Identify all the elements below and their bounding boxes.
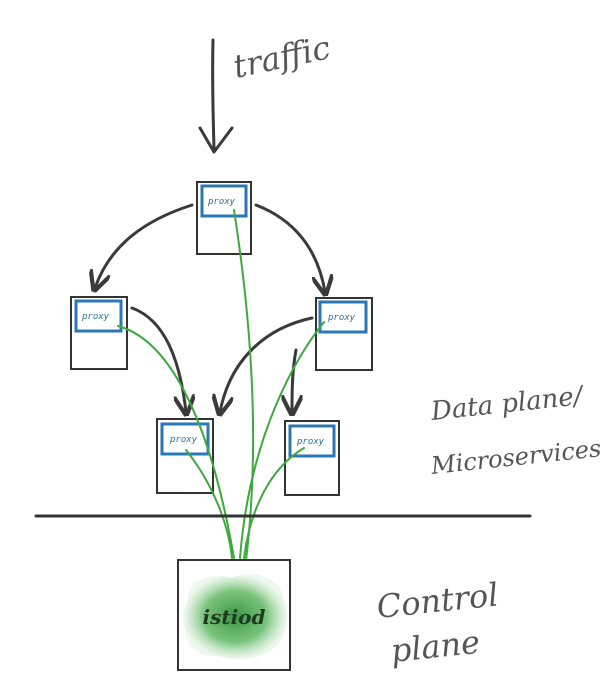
- control-plane-links: [117, 209, 325, 561]
- arrow-top-to-right: [254, 203, 325, 292]
- arrow-left-to-bottom-left: [130, 306, 186, 412]
- control-plane-box: istiod: [177, 559, 291, 671]
- link-top-proxy: [233, 209, 255, 561]
- proxy-label-bottom-right: proxy: [296, 437, 325, 447]
- arrow-top-to-left: [95, 203, 194, 288]
- link-left-proxy: [117, 325, 235, 559]
- link-right-proxy: [239, 321, 325, 559]
- link-bottom-right-proxy: [243, 447, 305, 559]
- istiod-label: istiod: [202, 605, 265, 629]
- istiod-blob: [182, 574, 288, 660]
- proxy-label-right: proxy: [327, 313, 356, 323]
- proxy-box-bottom-right: [288, 424, 336, 458]
- proxy-label-left: proxy: [81, 312, 110, 322]
- proxy-label-top: proxy: [207, 197, 236, 207]
- service-node-right: proxy: [315, 297, 373, 371]
- proxy-box-right: [318, 300, 368, 334]
- control-plane-label-line1: Control: [375, 575, 500, 626]
- arrow-right-to-bottom-left: [220, 316, 314, 412]
- proxy-box-left: [74, 299, 123, 333]
- traffic-label: traffic: [230, 28, 334, 86]
- service-node-bottom-right: proxy: [284, 420, 340, 496]
- traffic-arrow: [198, 38, 234, 154]
- proxy-label-bottom-left: proxy: [169, 435, 198, 445]
- control-plane-label-line2: plane: [389, 623, 482, 670]
- proxy-box-top: [200, 184, 248, 218]
- service-node-left: proxy: [70, 296, 128, 370]
- service-node-bottom-left: proxy: [156, 418, 214, 494]
- link-bottom-left-proxy: [185, 449, 233, 559]
- service-node-top: proxy: [196, 181, 252, 255]
- data-plane-label-line2: Microservices: [429, 434, 603, 480]
- service-traffic-arrows: [95, 203, 325, 412]
- arrow-right-to-bottom-right: [292, 348, 296, 412]
- data-plane-label-line1: Data plane/: [429, 381, 586, 427]
